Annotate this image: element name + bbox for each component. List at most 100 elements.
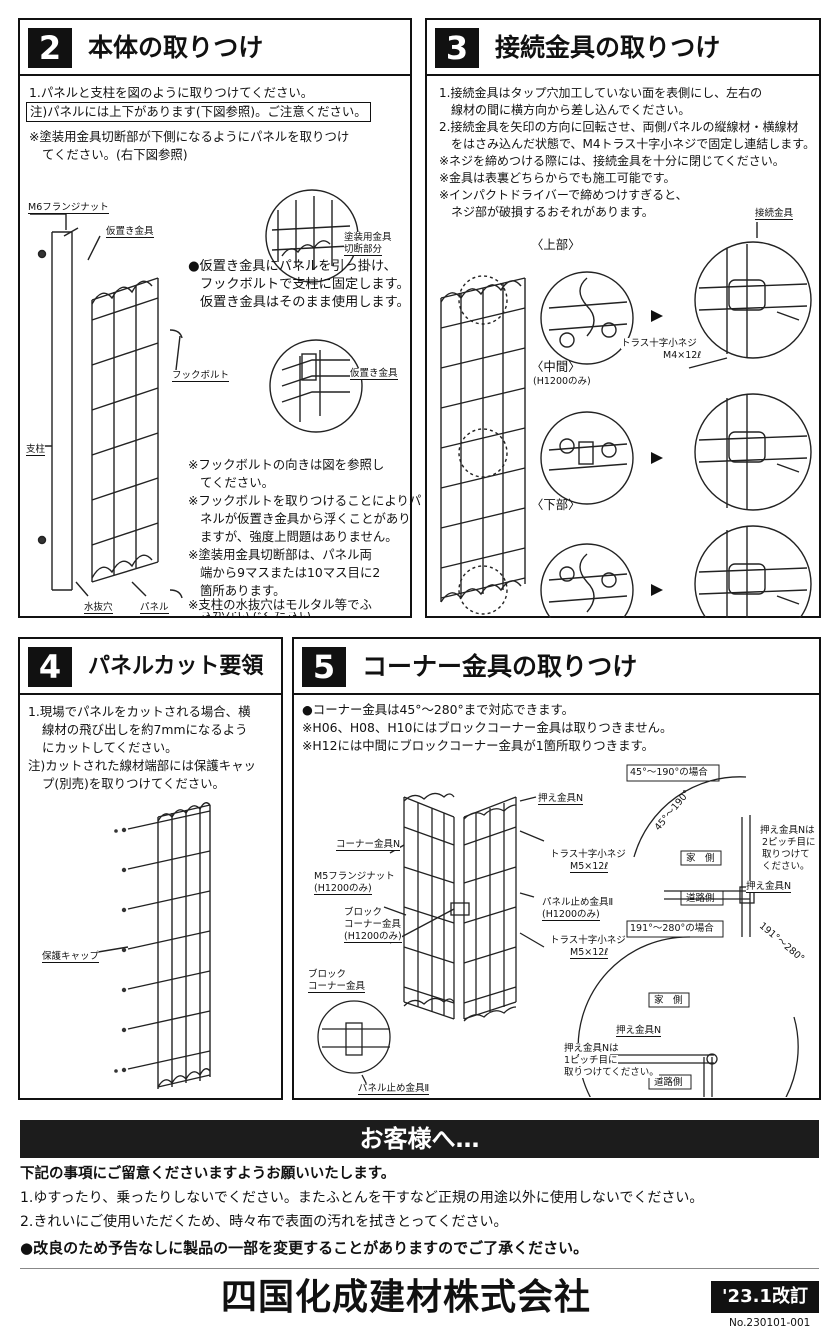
label-temp-fitting: 仮置き金具 <box>106 226 154 238</box>
press-label-a: 押え金具N <box>746 881 792 893</box>
note-line: ※支柱の水抜穴はモルタル等でふ <box>188 597 372 612</box>
press-note: 取りつけて <box>762 849 810 860</box>
instruction-line: ※インパクトドライバーで締めつけすぎると、 <box>439 188 688 202</box>
note-line: ※塗装用金具切断部は、パネル両 <box>188 547 372 562</box>
road-side-2: 道路側 <box>654 1077 683 1088</box>
press-note-2: 1ピッチ目に <box>564 1055 618 1066</box>
label-panel: パネル <box>140 602 169 614</box>
instruction-line: ●コーナー金具は45°〜280°まで対応できます。 <box>302 702 575 717</box>
label-block: ブロック <box>344 907 383 918</box>
instruction-line: 注)カットされた線材端部には保護キャッ <box>28 758 256 773</box>
connector-diagram <box>440 222 812 618</box>
label-truss-screw: トラス十字小ネジ <box>621 338 697 349</box>
section-5-header: 5 コーナー金具の取りつけ <box>294 639 819 695</box>
label-panel-stop-note: (H1200のみ) <box>542 909 600 921</box>
label-truss-screw-size: M4×12ℓ <box>663 350 702 361</box>
label-block-note: (H1200のみ) <box>344 931 402 943</box>
divider <box>20 1268 819 1269</box>
section-number: 5 <box>302 647 346 687</box>
label-post: 支柱 <box>26 444 46 456</box>
label-middle: 〈中間〉 <box>531 359 581 374</box>
press-note: ください。 <box>762 861 810 872</box>
note-line: 端から9マスまたは10マス目に2 <box>200 565 381 580</box>
label-flange-nut: M6フランジナット <box>28 202 109 214</box>
instruction-line: ●仮置き金具にパネルを引っ掛け、 <box>188 259 397 274</box>
instruction-line: 1.現場でパネルをカットされる場合、横 <box>28 704 251 719</box>
section-title: 接続金具の取りつけ <box>495 33 721 62</box>
instruction-line: 2.接続金具を矢印の方向に回転させ、両側パネルの縦線材・横線材 <box>439 120 799 134</box>
corner-diagram <box>317 764 799 1097</box>
section-number: 3 <box>435 28 479 68</box>
caution-box: 注)パネルには上下があります(下図参照)。ご注意ください。 <box>26 102 371 122</box>
section-2-header: 2 本体の取りつけ <box>20 20 410 76</box>
house-side-2: 家 側 <box>654 995 683 1006</box>
label-truss-screw-2-size: M5×12ℓ <box>570 947 609 959</box>
instruction-line: ネジ部が破損するおそれがあります。 <box>451 205 654 219</box>
label-cut-part-2: 切断部分 <box>344 244 383 256</box>
instruction-line: 1.接続金具はタップ穴加工していない面を表側にし、左右の <box>439 86 763 100</box>
instruction-line: ※ネジを締めつける際には、接続金具を十分に閉じてください。 <box>439 154 785 168</box>
instruction-line: 線材の間に横方向から差し込んでください。 <box>451 103 691 117</box>
section-title: コーナー金具の取りつけ <box>362 652 638 681</box>
instruction-line: ※H06、H08、H10にはブロックコーナー金具は取りつきません。 <box>302 720 673 735</box>
note-line: 箇所あります。 <box>200 583 286 598</box>
note-line: ※フックボルトを取りつけることによりパ <box>188 493 422 508</box>
label-press-fitting-n: 押え金具N <box>538 793 584 805</box>
instruction-line: 仮置き金具はそのまま使用します。 <box>200 295 410 310</box>
section-2-panel: 2 本体の取りつけ 1.パネルと支柱を図のように取りつけてください。 注)パネル… <box>18 18 421 618</box>
note-line: さがないでください。 <box>200 612 324 618</box>
label-truss-screw-2: トラス十字小ネジ <box>550 935 626 946</box>
label-temp-fitting-detail: 仮置き金具 <box>350 368 398 380</box>
label-cut-part: 塗装用金具 <box>344 232 392 243</box>
label-block-inset: ブロック <box>308 969 347 980</box>
case-2-title: 191°〜280°の場合 <box>630 923 714 934</box>
instruction-line: てください。(右下図参照) <box>42 147 188 162</box>
label-middle-note: (H1200のみ) <box>533 376 591 387</box>
label-connector-fitting: 接続金具 <box>755 208 794 220</box>
label-upper: 〈上部〉 <box>531 237 581 252</box>
instruction-line: フックボルトで支柱に固定します。 <box>200 277 410 292</box>
notice-lead: 下記の事項にご留意くださいますようお願いいたします。 <box>20 1166 396 1182</box>
revision-badge: '23.1改訂 <box>711 1281 819 1313</box>
instruction-line: プ(別売)を取りつけてください。 <box>42 776 225 791</box>
note-line: ネルが仮置き金具から浮くことがあり <box>200 511 411 526</box>
label-panel-stop-inset: パネル止め金具Ⅱ <box>358 1083 430 1095</box>
notice-item: 2.きれいにご使用いただくため、時々布で表面の汚れを拭きとってください。 <box>20 1214 508 1230</box>
instruction-line: 1.パネルと支柱を図のように取りつけてください。 <box>29 85 314 100</box>
panel-cut-diagram <box>79 802 211 1089</box>
press-note-2: 取りつけてください。 <box>564 1067 659 1078</box>
section-5-panel: 5 コーナー金具の取りつけ ●コーナー金具は45°〜280°まで対応できます。 … <box>292 637 821 1100</box>
label-corner-fitting-n: コーナー金具N <box>336 839 401 851</box>
press-note: 押え金具Nは <box>760 825 815 836</box>
section-4-header: 4 パネルカット要領 <box>20 639 281 695</box>
instruction-line: にカットしてください。 <box>42 740 178 755</box>
note-line: ※フックボルトの向きは図を参照し <box>188 457 385 472</box>
label-protect-cap: 保護キャップ <box>42 951 100 963</box>
section-number: 2 <box>28 28 72 68</box>
company-name: 四国化成建材株式会社 <box>221 1277 592 1318</box>
label-m5-flange-nut: M5フランジナット <box>314 871 395 882</box>
instruction-line: ※塗装用金具切断部が下側になるようにパネルを取りつけ <box>29 129 350 144</box>
house-side: 家 側 <box>686 853 715 864</box>
press-note: 2ピッチ目に <box>762 837 816 848</box>
label-truss-screw-size: M5×12ℓ <box>570 861 609 873</box>
section-4-panel: 4 パネルカット要領 1.現場でパネルをカットされる場合、横 線材の飛び出しを約… <box>18 637 283 1100</box>
road-side: 道路側 <box>686 893 715 904</box>
note-line: ますが、強度上問題はありません。 <box>200 529 398 544</box>
label-lower: 〈下部〉 <box>531 497 581 512</box>
note-line: てください。 <box>200 475 274 490</box>
instruction-line: ※H12には中間にブロックコーナー金具が1箇所取りつきます。 <box>302 738 654 753</box>
post-panel-diagram <box>30 189 363 599</box>
instruction-line: をはさみ込んだ状態で、M4トラス十字小ネジで固定し連結します。 <box>451 137 816 151</box>
section-number: 4 <box>28 647 72 687</box>
document-number: No.230101-001 <box>729 1317 811 1329</box>
label-panel-stop: パネル止め金具Ⅱ <box>542 897 614 908</box>
customer-notice-heading: お客様へ… <box>20 1120 819 1158</box>
section-3-header: 3 接続金具の取りつけ <box>427 20 819 76</box>
label-hook-bolt: フックボルト <box>172 370 230 382</box>
label-truss-screw: トラス十字小ネジ <box>550 849 626 860</box>
notice-disclaimer: ●改良のため予告なしに製品の一部を変更することがありますのでご了承ください。 <box>20 1239 589 1257</box>
label-block-inset-2: コーナー金具 <box>308 981 366 993</box>
press-label-b: 押え金具N <box>616 1025 662 1037</box>
case-1-title: 45°〜190°の場合 <box>630 767 708 778</box>
